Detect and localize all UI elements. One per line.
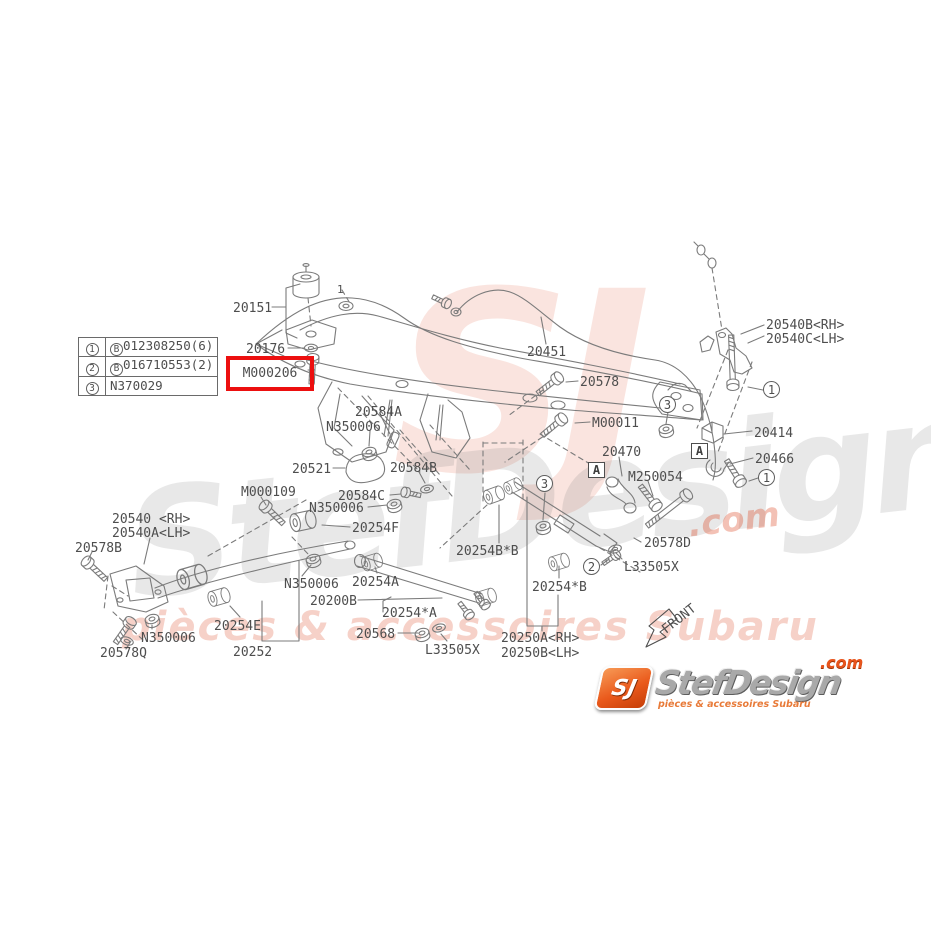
callout-circle-2: 2 [583,558,600,575]
front-label: FRONT [659,601,699,637]
part-label-20521: 20521 [292,462,332,477]
part-label-20578: 20578 [580,375,620,390]
legend-code-2: 016710553(2) [123,357,214,373]
part-label-20176: 20176 [246,342,286,357]
callout-circle-3b: 3 [659,396,676,413]
part-label-m00011: M00011 [592,416,639,431]
part-label-m250054: M250054 [628,470,683,485]
part-label-20254b-b: 20254B*B [456,544,519,559]
callout-circle-1b: 1 [758,469,775,486]
part-label-20578b: 20578B [75,541,122,556]
legend-row-3: 3 N370029 [78,375,219,396]
part-label-1: 1 [337,283,344,296]
part-label-n350006-4: N350006 [141,631,196,646]
part-label-20540a-lh: 20540A<LH> [112,526,191,541]
part-label-20414: 20414 [754,426,794,441]
part-label-20578q: 20578Q [100,646,147,661]
part-label-20250b-lh: 20250B<LH> [501,646,580,661]
callout-circle-1a: 1 [763,381,780,398]
legend-prefix-b-2: B [110,362,123,376]
part-label-20540-rh: 20540 <RH> [112,512,191,527]
part-label-20578d: 20578D [644,536,691,551]
part-label-n350006-3: N350006 [284,577,339,592]
part-label-20151: 20151 [233,301,273,316]
part-label-20540c-lh: 20540C<LH> [766,332,845,347]
part-label-20252: 20252 [233,645,273,660]
legend-index-2: 2 [85,362,99,376]
legend-code-1: 012308250(6) [123,338,214,353]
highlighted-part-label: M000206 [242,366,298,381]
part-label-20200b: 20200B [310,594,357,609]
part-label-20470: 20470 [602,445,642,460]
legend-prefix-b-1: B [110,343,123,357]
part-label-20254-a: 20254*A [382,606,437,621]
part-label-m000109: M000109 [241,485,296,500]
callout-box-a1: A [691,443,708,459]
vendor-logo-monogram-text: SJ [609,675,639,701]
vendor-logo-monogram: SJ [593,666,655,710]
part-label-20451: 20451 [527,345,567,360]
callout-box-a2: A [588,462,605,478]
part-label-20466: 20466 [755,452,795,467]
legend-code-3: N370029 [110,378,163,394]
part-label-20584c: 20584C [338,489,385,504]
highlighted-part-box: M000206 [226,356,314,391]
part-label-20584b: 20584B [390,461,437,476]
part-label-20254e: 20254E [214,619,261,634]
part-label-20584a: 20584A [355,405,402,420]
part-label-20254f: 20254F [352,521,399,536]
vendor-logo-tld: .com [820,653,864,672]
part-label-20540b-rh: 20540B<RH> [766,318,845,333]
part-label-20254a: 20254A [352,575,399,590]
callout-circle-3a: 3 [536,475,553,492]
part-label-20250a-rh: 20250A<RH> [501,631,580,646]
vendor-logo-brand: StefDesign [652,663,844,702]
vendor-logo: SJ StefDesign .com pièces & accessoires … [592,653,882,719]
legend-index-1: 1 [85,343,99,357]
vendor-logo-tagline: pièces & accessoires Subaru [658,699,811,710]
part-label-20254-b: 20254*B [532,580,587,595]
part-label-20568: 20568 [356,627,396,642]
legend-index-3: 3 [85,381,99,395]
part-label-n350006-1: N350006 [326,420,381,435]
part-label-l33505x-1: L33505X [425,643,480,658]
part-label-n350006-2: N350006 [309,501,364,516]
part-label-l33505x-2: L33505X [624,560,679,575]
